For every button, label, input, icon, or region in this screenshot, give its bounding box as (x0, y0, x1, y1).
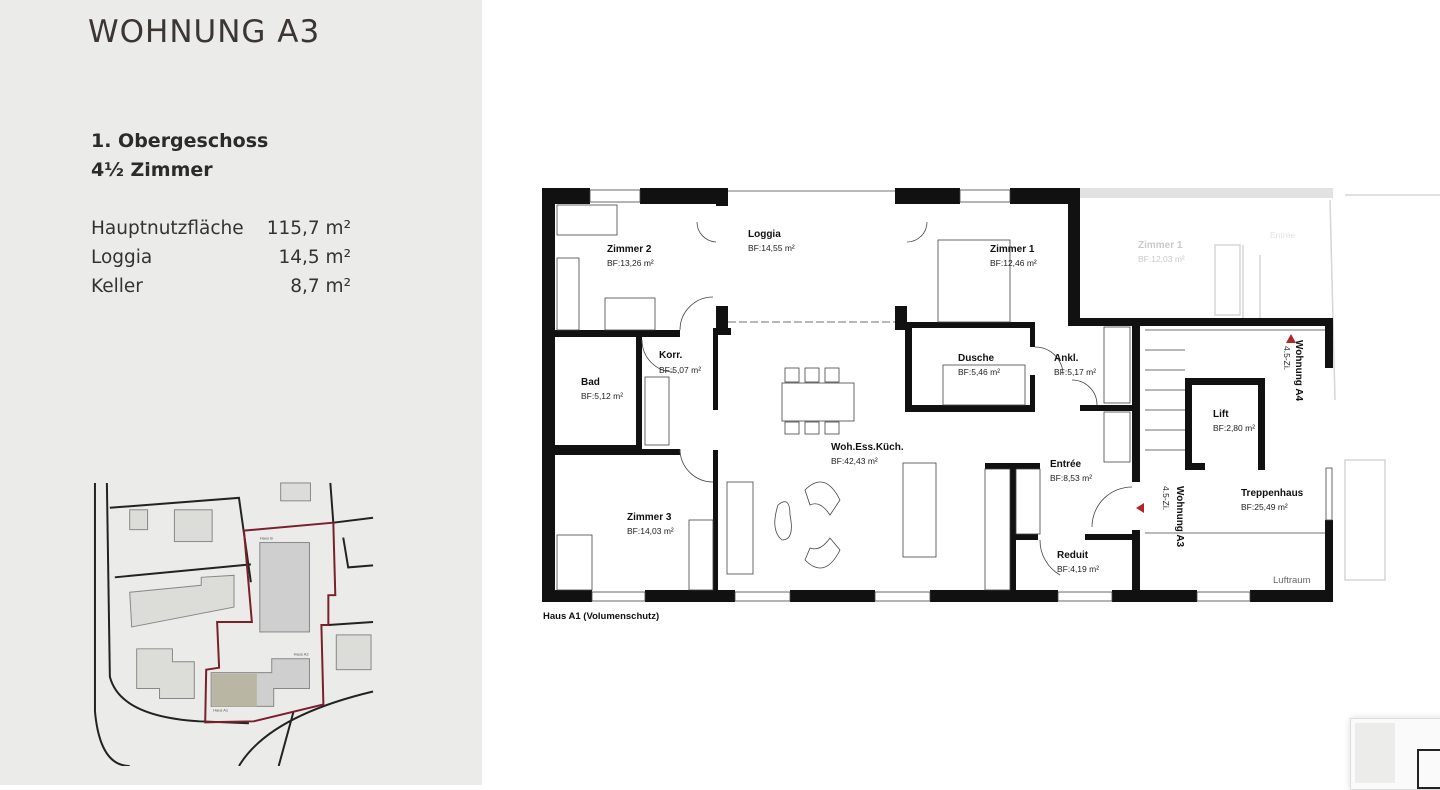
room-area: BF:14,55 m² (748, 243, 795, 253)
room-area: BF:8,53 m² (1050, 473, 1092, 483)
unit-a4-marker: Wohnung A4 4.5-Zi. (1282, 334, 1304, 402)
room-name: Zimmer 2 (607, 244, 652, 255)
unit-name: Wohnung A3 (1174, 486, 1185, 548)
room-area: BF:2,80 m² (1213, 423, 1255, 433)
page-title: WOHNUNG A3 (88, 14, 321, 50)
room-area: BF:12,46 m² (990, 258, 1037, 268)
entry-arrow-icon (1136, 503, 1144, 513)
room-area: BF:42,43 m² (831, 456, 878, 466)
site-border (204, 521, 337, 724)
neighbor-unit (1078, 188, 1440, 581)
unit-name: Wohnung A4 (1293, 340, 1304, 402)
area-row-keller: Keller 8,7 m² (91, 276, 351, 297)
page-thumbnail[interactable] (1350, 718, 1440, 790)
area-value: 115,7 m² (266, 218, 351, 239)
room-area: BF:5,17 m² (1054, 367, 1096, 377)
room-name: Lift (1213, 409, 1229, 420)
neighbor-entree-label: Entrée (1270, 230, 1295, 240)
area-row-loggia: Loggia 14,5 m² (91, 247, 351, 268)
room-name: Ankl. (1054, 353, 1079, 364)
room-name: Zimmer 3 (627, 512, 672, 523)
site-label: Haus B (260, 536, 273, 541)
house-a1-highlight (212, 673, 257, 707)
room-area: BF:25,49 m² (1241, 502, 1288, 512)
room-name: Treppenhaus (1241, 488, 1304, 499)
site-label: Haus A1 (213, 707, 229, 712)
unit-rooms: 4.5-Zi. (1282, 346, 1292, 370)
site-plan: Haus B Haus A2 Haus A1 (90, 478, 378, 766)
thumbnail-panel (1355, 723, 1395, 783)
luftraum-label: Luftraum (1273, 575, 1311, 586)
unit-a3-marker: Wohnung A3 4.5-Zi. (1136, 486, 1185, 548)
room-area: BF:5,12 m² (581, 391, 623, 401)
room-name: Bad (581, 377, 600, 388)
room-labels: Zimmer 2 BF:13,26 m² Loggia BF:14,55 m² … (543, 229, 1311, 622)
area-label: Keller (91, 276, 143, 297)
room-name: Entrée (1050, 459, 1082, 470)
neighbor-room-label: Zimmer 1 (1138, 240, 1183, 251)
room-name: Zimmer 1 (990, 244, 1035, 255)
room-name: Reduit (1057, 550, 1089, 561)
room-area: BF:13,26 m² (607, 258, 654, 268)
room-area: BF:5,07 m² (659, 365, 701, 375)
walls (542, 188, 1333, 602)
info-panel: WOHNUNG A3 1. Obergeschoss 4½ Zimmer Hau… (0, 0, 482, 785)
entry-arrow-icon (1286, 334, 1296, 343)
area-label: Loggia (91, 247, 153, 268)
windows-and-fixtures (556, 189, 1333, 602)
area-value: 14,5 m² (278, 247, 351, 268)
unit-rooms: 4.5-Zi. (1161, 486, 1171, 510)
site-label: Haus A2 (294, 652, 309, 657)
room-name: Korr. (659, 350, 683, 361)
room-area: BF:5,46 m² (958, 367, 1000, 377)
area-label: Hauptnutzfläche (91, 218, 244, 239)
room-name: Dusche (958, 353, 995, 364)
room-name: Woh.Ess.Küch. (831, 442, 904, 453)
floor-label: 1. Obergeschoss (91, 130, 269, 152)
room-name: Loggia (748, 229, 781, 240)
area-value: 8,7 m² (290, 276, 351, 297)
room-area: BF:14,03 m² (627, 526, 674, 536)
thumbnail-plan (1417, 749, 1440, 789)
building-note: Haus A1 (Volumenschutz) (543, 611, 659, 622)
area-row-main: Hauptnutzfläche 115,7 m² (91, 218, 351, 239)
rooms-label: 4½ Zimmer (91, 159, 213, 181)
room-area: BF:4,19 m² (1057, 564, 1099, 574)
neighbor-room-area: BF:12,03 m² (1138, 254, 1185, 264)
